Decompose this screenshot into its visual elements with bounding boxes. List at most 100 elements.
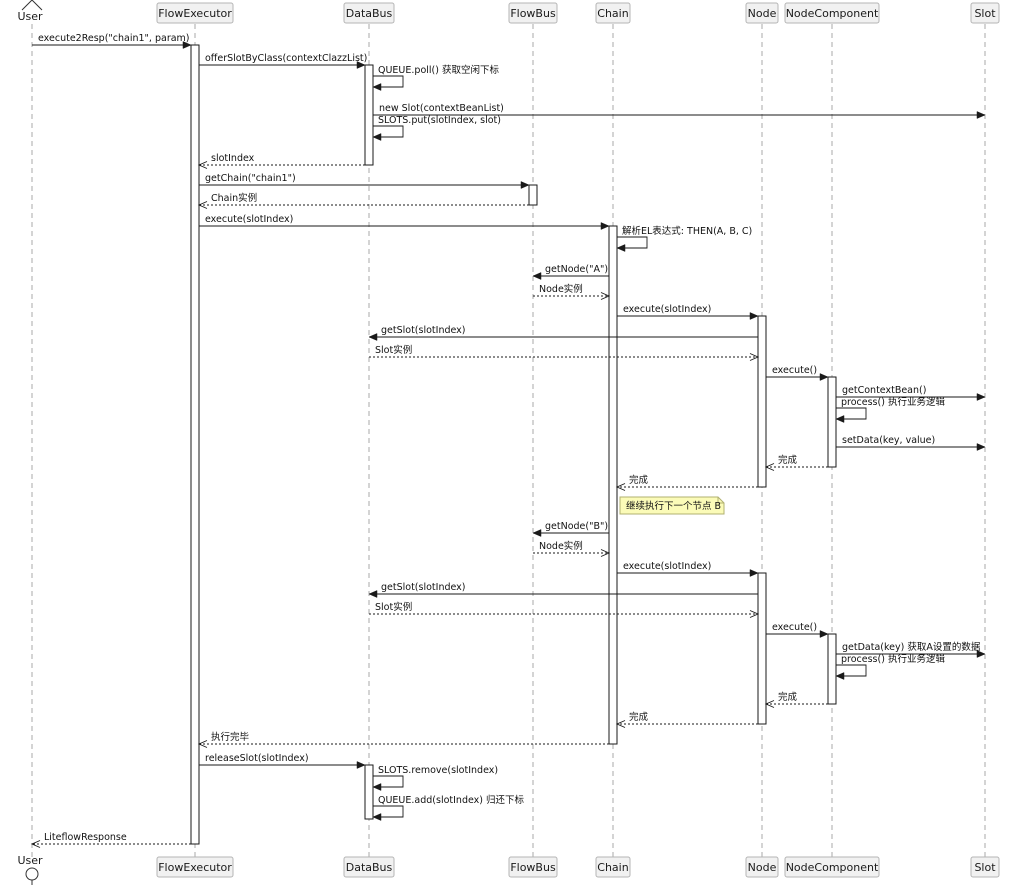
arrow-head <box>532 529 542 537</box>
arrow-head <box>600 292 611 300</box>
message-label: getNode("B") <box>545 521 608 532</box>
activation-bars <box>190 44 837 845</box>
message-28: getData(key) 获取A设置的数据 <box>836 641 986 658</box>
message-29: process() 执行业务逻辑 <box>835 653 945 680</box>
messages: execute2Resp("chain1", param)offerSlotBy… <box>30 33 986 848</box>
message-22: getNode("B") <box>532 521 609 537</box>
message-label: SLOTS.put(slotIndex, slot) <box>378 115 501 126</box>
message-8: Chain实例 <box>197 192 529 209</box>
arrow-head <box>356 61 366 69</box>
message-6: slotIndex <box>197 153 365 169</box>
note-shape <box>619 496 725 515</box>
participant-chain-bottom: Chain <box>595 856 631 878</box>
message-23: Node实例 <box>533 540 611 557</box>
message-label: 解析EL表达式: THEN(A, B, C) <box>622 225 752 237</box>
participant-box <box>784 2 880 24</box>
message-21: 完成 <box>615 474 758 491</box>
self-message-line <box>373 775 404 788</box>
participant-label: NodeComponent <box>786 7 879 20</box>
arrow-head <box>182 41 192 49</box>
participant-flowexecutor-top: FlowExecutor <box>156 2 234 24</box>
message-17: getContextBean() <box>836 385 986 401</box>
activation-bar-databus <box>364 64 374 166</box>
arrow-head <box>372 783 382 791</box>
arrow-head <box>368 590 378 598</box>
message-13: execute(slotIndex) <box>617 304 759 320</box>
participant-label: NodeComponent <box>786 861 879 874</box>
arrow-head <box>976 393 986 401</box>
arrow-head <box>835 415 845 423</box>
message-label: Slot实例 <box>375 344 412 356</box>
participant-label: Chain <box>597 861 628 874</box>
message-4: new Slot(contextBeanList) <box>373 103 986 119</box>
arrow-head <box>372 133 382 141</box>
message-7: getChain("chain1") <box>199 173 530 189</box>
participant-slot-top: Slot <box>970 2 1000 24</box>
self-message-line <box>373 805 404 818</box>
message-label: SLOTS.remove(slotIndex) <box>378 765 498 776</box>
message-31: 完成 <box>615 711 758 728</box>
participant-label: Node <box>748 7 777 20</box>
message-label: 完成 <box>778 454 798 466</box>
message-label: 执行完毕 <box>211 731 250 743</box>
participant-flowbus-bottom: FlowBus <box>508 856 558 878</box>
participant-chain-top: Chain <box>595 2 631 24</box>
arrow-head <box>372 83 382 91</box>
participant-box <box>970 856 1000 878</box>
message-5: SLOTS.put(slotIndex, slot) <box>372 115 501 141</box>
message-2: offerSlotByClass(contextClazzList) <box>199 53 367 69</box>
message-label: execute() <box>772 365 817 376</box>
participant-slot-bottom: Slot <box>970 856 1000 878</box>
actor-icon <box>21 0 43 11</box>
participant-nodecomponent-bottom: NodeComponent <box>784 856 880 878</box>
arrow-head <box>197 740 208 748</box>
arrow-head <box>764 700 775 708</box>
note-text: 继续执行下一个节点 B <box>626 500 721 512</box>
arrow-head <box>615 483 626 491</box>
message-label: execute(slotIndex) <box>623 304 711 315</box>
arrow-head <box>976 111 986 119</box>
arrow-head <box>976 650 986 658</box>
arrow-head <box>197 161 208 169</box>
participant-flowexecutor-bottom: FlowExecutor <box>156 856 234 878</box>
arrow-head <box>764 463 775 471</box>
activation-bar-flowexecutor <box>190 44 200 845</box>
arrow-head <box>819 630 829 638</box>
message-label: process() 执行业务逻辑 <box>841 396 945 408</box>
participant-box <box>508 856 558 878</box>
participant-user-bottom: User <box>17 854 43 885</box>
participant-box <box>343 2 395 24</box>
arrow-head <box>976 443 986 451</box>
message-label: slotIndex <box>211 153 255 164</box>
message-26: Slot实例 <box>369 601 760 618</box>
activation-bar-node <box>757 315 767 488</box>
message-27: execute() <box>766 622 829 638</box>
arrow-head <box>749 312 759 320</box>
participant-box <box>745 856 779 878</box>
notes: 继续执行下一个节点 B <box>619 496 725 515</box>
participant-label: FlowExecutor <box>158 7 232 20</box>
message-label: releaseSlot(slotIndex) <box>205 753 309 764</box>
message-9: execute(slotIndex) <box>199 214 610 230</box>
message-label: offerSlotByClass(contextClazzList) <box>205 53 367 64</box>
message-label: getChain("chain1") <box>205 173 296 184</box>
participant-node-bottom: Node <box>745 856 779 878</box>
message-32: 执行完毕 <box>197 731 609 748</box>
message-19: setData(key, value) <box>836 435 986 451</box>
message-label: LiteflowResponse <box>44 832 127 843</box>
message-label: Node实例 <box>539 283 583 295</box>
participant-node-top: Node <box>745 2 779 24</box>
arrow-head <box>197 201 208 209</box>
activation-bar-chain <box>608 225 618 745</box>
message-label: process() 执行业务逻辑 <box>841 653 945 665</box>
participant-flowbus-top: FlowBus <box>508 2 558 24</box>
arrow-head <box>819 373 829 381</box>
arrow-head <box>616 244 626 252</box>
participant-label: DataBus <box>346 861 393 874</box>
message-label: Node实例 <box>539 540 583 552</box>
participant-label: Node <box>748 861 777 874</box>
message-18: process() 执行业务逻辑 <box>835 396 945 423</box>
message-label: 完成 <box>629 711 649 723</box>
message-36: LiteflowResponse <box>30 832 191 848</box>
participant-box <box>156 2 234 24</box>
